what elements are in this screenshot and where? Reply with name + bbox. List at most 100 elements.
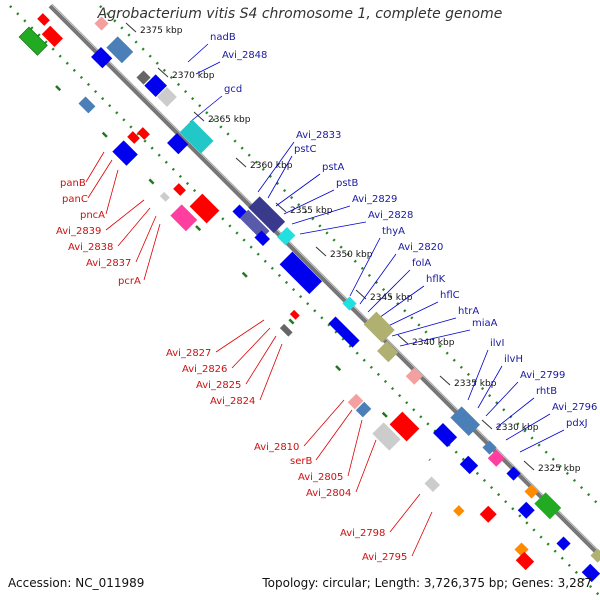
gene-block: [144, 74, 167, 97]
gene-label-forward: Avi_2848: [222, 50, 267, 61]
gene-block: [389, 411, 420, 442]
tick-label: 2325 kbp: [538, 464, 581, 474]
leader-line: [505, 413, 551, 441]
gene-label-forward: hflK: [426, 274, 446, 285]
tick-mark: [275, 202, 287, 213]
leader-line: [303, 399, 345, 447]
leader-line: [477, 365, 503, 409]
gene-label-reverse: Avi_2810: [254, 442, 299, 453]
tick-label: 2335 kbp: [454, 379, 497, 389]
gene-block: [524, 484, 539, 499]
gene-label-forward: Avi_2799: [520, 370, 565, 381]
leader-line: [117, 207, 151, 247]
leader-line: [315, 409, 353, 461]
gene-label-reverse: Avi_2839: [56, 226, 101, 237]
leader-line: [519, 429, 565, 453]
leader-line: [399, 329, 471, 347]
leader-line: [349, 237, 381, 297]
gene-block: [91, 47, 113, 69]
tick-label: 2370 kbp: [172, 71, 215, 81]
tick-mark: [157, 67, 169, 78]
gene-block: [459, 455, 479, 475]
gene-block: [328, 316, 360, 348]
genome-backbone: [48, 4, 600, 558]
gene-label-forward: pdxJ: [566, 418, 588, 429]
leader-line: [359, 253, 397, 305]
gene-block: [424, 476, 441, 493]
tick-label: 2330 kbp: [496, 423, 539, 433]
gene-block: [41, 25, 63, 47]
gene-label-forward: miaA: [472, 318, 498, 329]
tick-mark: [481, 419, 493, 430]
gene-label-reverse: Avi_2827: [166, 348, 211, 359]
tick-mark: [315, 246, 327, 257]
gene-block: [137, 127, 150, 140]
gene-block: [355, 401, 372, 418]
gene-label-reverse: Avi_2798: [340, 528, 385, 539]
gene-block: [248, 196, 286, 234]
gene-labels: nadBAvi_2848gcdAvi_2833pstCpstApstBAvi_2…: [56, 32, 597, 563]
tick-label: 2340 kbp: [412, 338, 455, 348]
leader-line: [105, 199, 145, 231]
leader-line: [283, 189, 335, 215]
gene-block: [37, 13, 50, 26]
leader-line: [87, 159, 113, 199]
leader-line: [189, 95, 223, 123]
leader-line: [187, 43, 209, 63]
leader-line: [389, 493, 421, 533]
gene-label-reverse: pncA: [80, 210, 105, 221]
leader-line: [105, 169, 119, 215]
gc-dashes-mid: [55, 85, 431, 461]
gene-block: [112, 140, 138, 166]
gene-block: [556, 536, 571, 551]
tick-label: 2365 kbp: [208, 115, 251, 125]
gene-block: [78, 96, 96, 114]
genome-backbone-highlight: [51, 3, 600, 553]
leader-line: [135, 215, 157, 263]
gene-label-forward: Avi_2828: [368, 210, 413, 221]
gene-label-forward: ilvH: [504, 354, 523, 365]
gene-label-forward: pstC: [294, 144, 316, 155]
gene-label-reverse: Avi_2824: [210, 396, 255, 407]
gene-label-reverse: Avi_2825: [196, 380, 241, 391]
tick-mark: [125, 22, 137, 33]
gene-block: [173, 183, 186, 196]
gene-block: [277, 227, 296, 246]
gene-block: [506, 466, 521, 481]
leader-line: [391, 317, 457, 337]
gene-label-forward: Avi_2820: [398, 242, 443, 253]
leader-line: [215, 319, 265, 353]
gene-block: [450, 406, 481, 437]
label-leader-lines: [85, 43, 565, 557]
gene-block: [479, 505, 497, 523]
gene-label-forward: pstB: [336, 178, 358, 189]
gene-block: [581, 563, 600, 583]
gene-label-forward: Avi_2833: [296, 130, 341, 141]
gene-block: [590, 548, 600, 563]
leader-line: [367, 269, 411, 313]
leader-line: [347, 419, 363, 477]
leader-line: [259, 343, 283, 401]
leader-line: [467, 349, 489, 401]
genome-title: Agrobacterium vitis S4 chromosome 1, com…: [97, 6, 503, 22]
leader-line: [411, 511, 433, 557]
gc-dots-outer: [9, 5, 600, 597]
leader-line: [383, 301, 439, 329]
gene-label-reverse: Avi_2837: [86, 258, 131, 269]
tick-label: 2375 kbp: [140, 26, 183, 36]
gene-block: [189, 193, 220, 224]
gene-block: [453, 505, 465, 517]
gene-block: [363, 311, 395, 343]
gene-label-forward: pstA: [322, 162, 344, 173]
leader-line: [257, 141, 295, 193]
tick-mark: [193, 111, 205, 122]
gene-label-reverse: panC: [62, 194, 88, 205]
gene-label-forward: nadB: [210, 32, 236, 43]
tick-label: 2360 kbp: [250, 161, 293, 171]
gene-block: [127, 131, 140, 144]
gene-block: [347, 393, 364, 410]
gene-block: [433, 423, 458, 448]
leader-line: [375, 285, 425, 321]
gene-label-forward: folA: [412, 258, 431, 269]
